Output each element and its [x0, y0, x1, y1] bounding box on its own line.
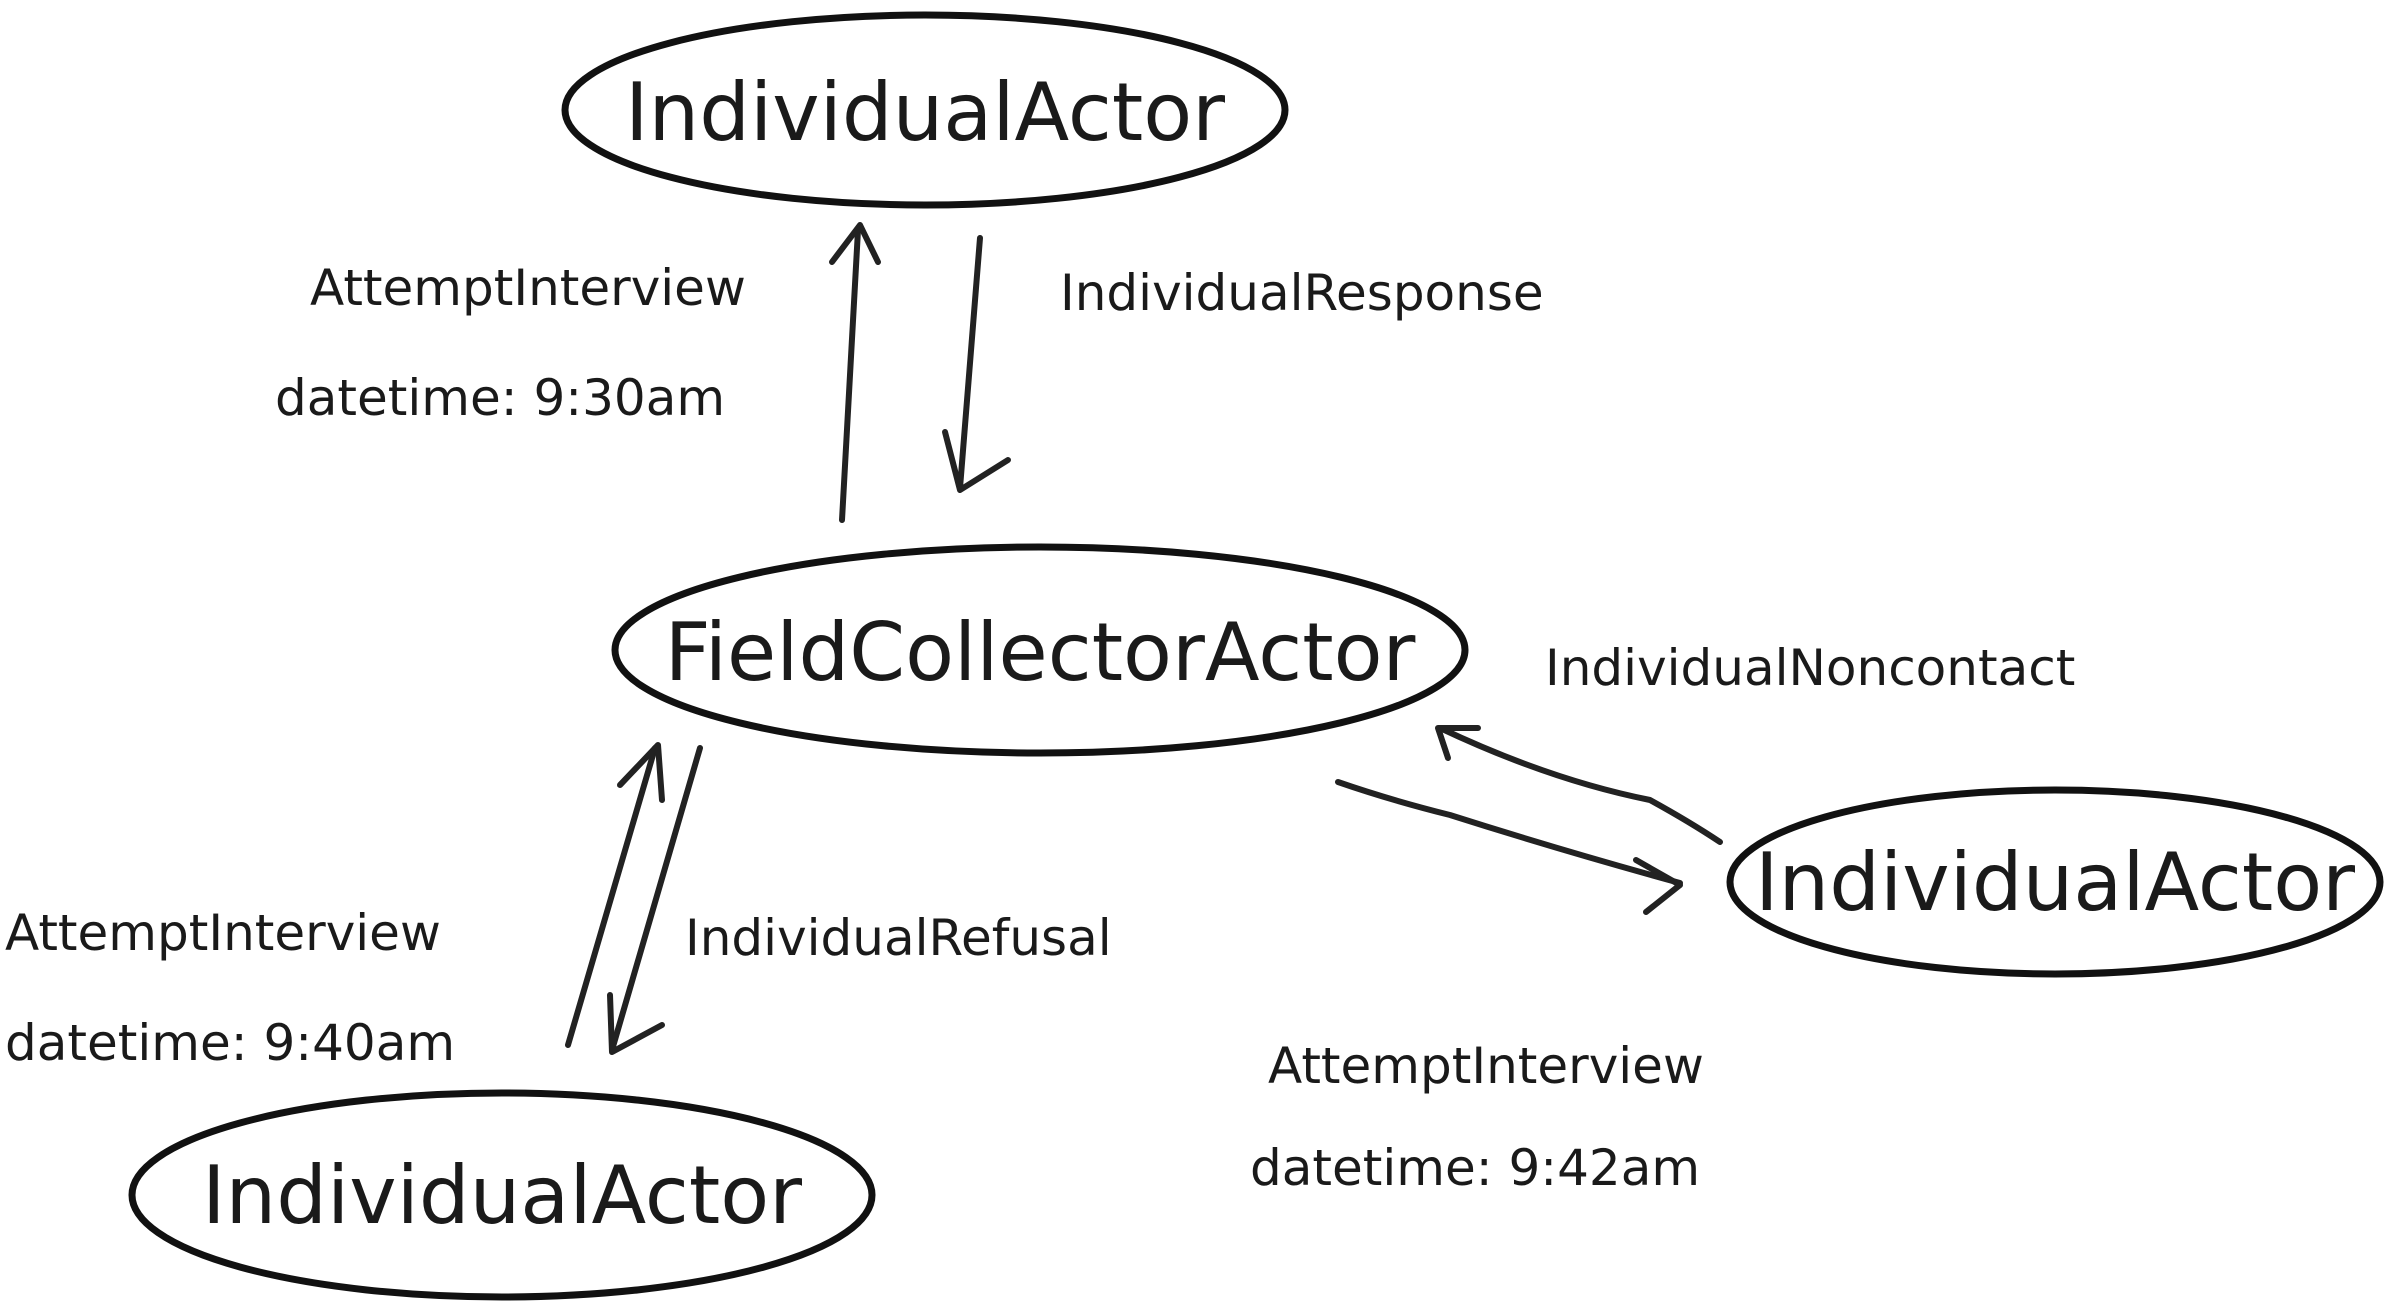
edge-top-attempt-arrow — [829, 222, 881, 523]
node-center-label: FieldCollectorActor — [665, 606, 1416, 699]
node-top-individual-actor: IndividualActor — [561, 11, 1289, 209]
node-right-label: IndividualActor — [1755, 836, 2355, 929]
edge-bottom-refusal-arrow — [607, 745, 703, 1055]
node-right-individual-actor: IndividualActor — [1726, 786, 2384, 978]
edge-top-response-arrow — [942, 235, 1011, 493]
node-top-label: IndividualActor — [625, 66, 1225, 159]
edge-right-noncontact-label: IndividualNoncontact — [1545, 639, 2075, 697]
edge-bottom-refusal-label: IndividualRefusal — [685, 909, 1112, 967]
edge-right-attempt-label: AttemptInterview — [1268, 1037, 1704, 1095]
edge-top-response-label: IndividualResponse — [1060, 264, 1544, 322]
node-bottom-individual-actor: IndividualActor — [128, 1089, 876, 1301]
edge-top-attempt-time: datetime: 9:30am — [275, 369, 725, 427]
edge-right-noncontact-arrow — [1435, 725, 1723, 845]
edge-bottom-attempt-label: AttemptInterview — [5, 904, 441, 962]
edge-bottom-attempt-time: datetime: 9:40am — [5, 1014, 455, 1072]
edge-bottom-attempt-arrow — [565, 742, 665, 1048]
edge-right-attempt-arrow — [1335, 779, 1683, 915]
node-bottom-label: IndividualActor — [202, 1149, 802, 1242]
node-center-field-collector-actor: FieldCollectorActor — [611, 543, 1469, 757]
edge-right-attempt-time: datetime: 9:42am — [1250, 1139, 1700, 1197]
edge-top-attempt-label: AttemptInterview — [310, 259, 746, 317]
